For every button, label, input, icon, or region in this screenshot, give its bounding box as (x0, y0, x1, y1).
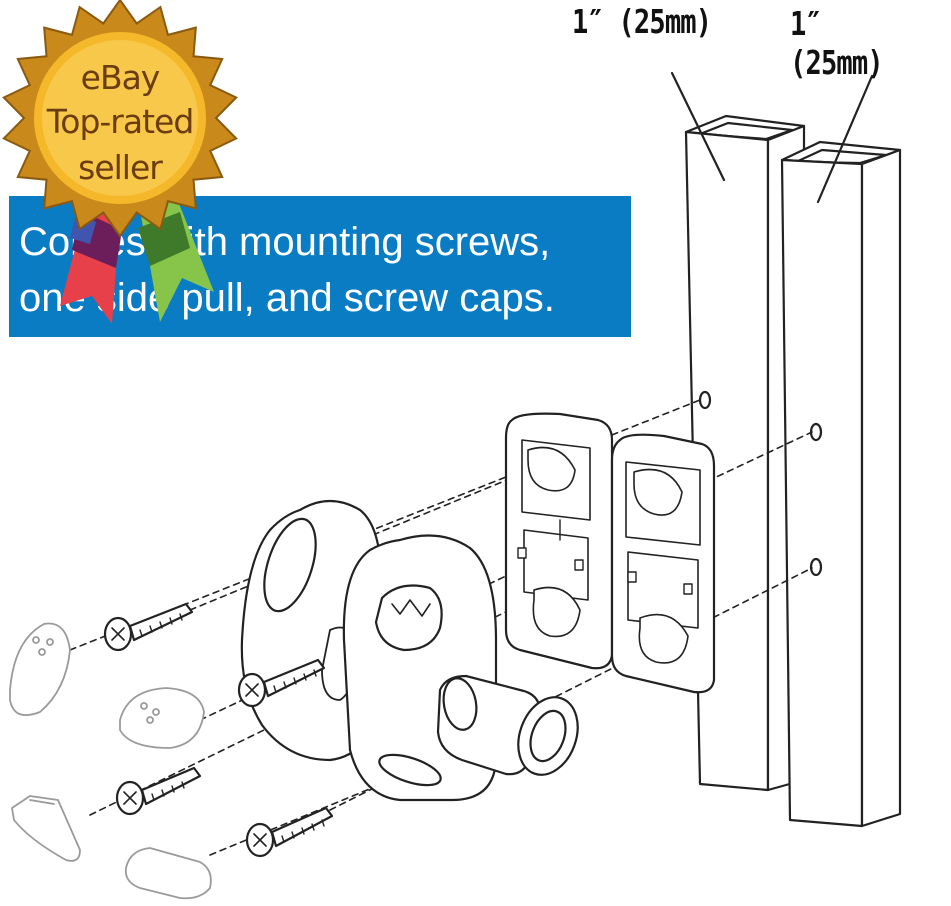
badge-line-3: seller (78, 148, 163, 187)
mounting-bracket-front (610, 433, 716, 694)
badge-line-2: Top-rated (46, 102, 195, 141)
seller-badge-icon (2, 0, 238, 324)
mounting-bracket-rear (504, 412, 614, 670)
right-post-dimension-label: 1″ (25mm) (790, 4, 884, 82)
screw (237, 658, 326, 708)
screw (103, 602, 194, 652)
screw (115, 766, 202, 816)
badge-line-1: eBay (80, 58, 161, 97)
right-post (780, 74, 902, 828)
screw-cap (124, 847, 212, 900)
screw-cap (9, 622, 71, 716)
side-pull-knob (436, 674, 579, 776)
screw (245, 806, 334, 858)
post-hole (809, 557, 823, 577)
screw-cap (119, 687, 205, 749)
left-post-dimension-label: 1″ (25mm) (572, 2, 712, 41)
screw-cap (11, 795, 81, 862)
